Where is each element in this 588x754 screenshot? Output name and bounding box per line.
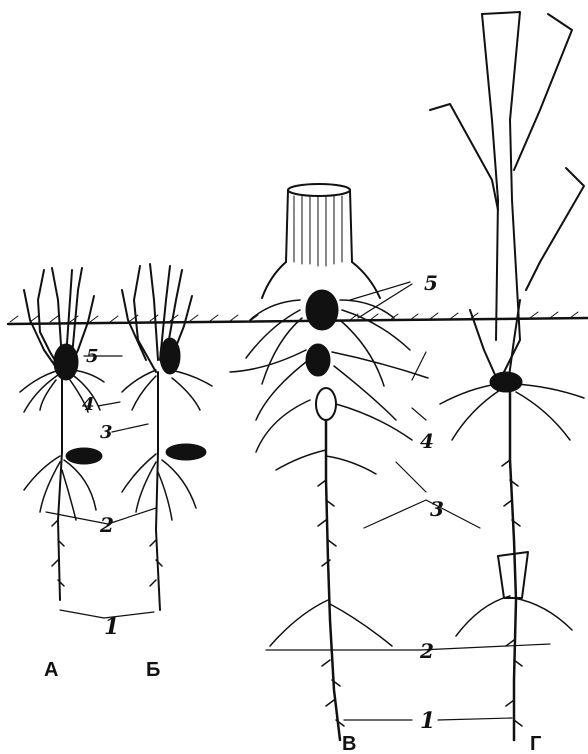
plant-v-stem-cut [262, 184, 380, 298]
plant-g-main-root [510, 392, 516, 740]
label-1-left: 1 [104, 614, 119, 640]
caption-v: В [342, 733, 356, 754]
label-5-left: 5 [86, 346, 99, 367]
label-3-left: 3 [100, 422, 113, 443]
label-5-right: 5 [424, 271, 438, 295]
label-3-right: 3 [430, 497, 444, 521]
label-2-left: 2 [99, 513, 114, 537]
plant-a-main-root [58, 372, 62, 600]
caption-a: А [44, 659, 58, 681]
plant-g-mesocotyl [498, 552, 528, 598]
label-4-right: 4 [420, 429, 434, 453]
plant-v-crown [306, 290, 338, 420]
plant-v-lateral-roots [270, 450, 392, 726]
plant-a [20, 268, 104, 600]
plant-b-seminal-roots [122, 454, 196, 586]
plant-a-seed [66, 448, 102, 464]
plant-b [122, 264, 212, 610]
caption-g: Г [530, 733, 541, 754]
plant-v [230, 184, 428, 740]
label-2-right: 2 [419, 639, 434, 663]
plant-b-seed [166, 444, 206, 460]
label-4-left: 4 [82, 394, 95, 415]
plant-v-main-root [326, 420, 340, 740]
plant-b-crown-roots [122, 370, 212, 410]
plant-b-main-root [156, 372, 160, 610]
plant-g-shoot [430, 12, 584, 392]
leader-lines [46, 282, 550, 720]
plant-g [430, 12, 584, 740]
label-1-right: 1 [420, 708, 435, 734]
plant-g-crown-roots [440, 384, 584, 440]
caption-b: Б [146, 659, 160, 681]
